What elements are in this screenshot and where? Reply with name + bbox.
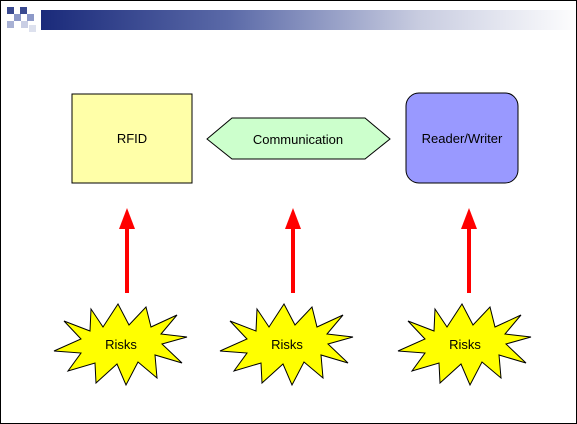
reader-writer-label: Reader/Writer xyxy=(422,131,503,146)
rfid-box xyxy=(71,93,193,184)
risk-burst-2: Risks xyxy=(219,303,354,387)
reader-writer-node: Reader/Writer xyxy=(405,92,519,184)
burst-shape xyxy=(53,303,188,387)
burst-shape xyxy=(397,303,532,387)
risk-arrow-2 xyxy=(285,208,301,293)
risk-burst-3: Risks xyxy=(397,303,532,387)
communication-label: Communication xyxy=(253,132,343,147)
arrows xyxy=(119,208,477,293)
risk-label: Risks xyxy=(271,337,303,352)
risk-label: Risks xyxy=(105,337,137,352)
risk-label: Risks xyxy=(449,337,481,352)
risk-burst-1: Risks xyxy=(53,303,188,387)
header-decoration xyxy=(7,7,576,32)
risk-arrow-3 xyxy=(461,208,477,293)
rfid-label: RFID xyxy=(117,131,147,146)
rfid-node: RFID xyxy=(71,93,193,184)
risk-arrow-1 xyxy=(119,208,135,293)
burst-shape xyxy=(219,303,354,387)
reader-writer-box xyxy=(405,92,519,184)
communication-node: Communication xyxy=(206,117,391,160)
communication-hexagon xyxy=(206,117,391,160)
